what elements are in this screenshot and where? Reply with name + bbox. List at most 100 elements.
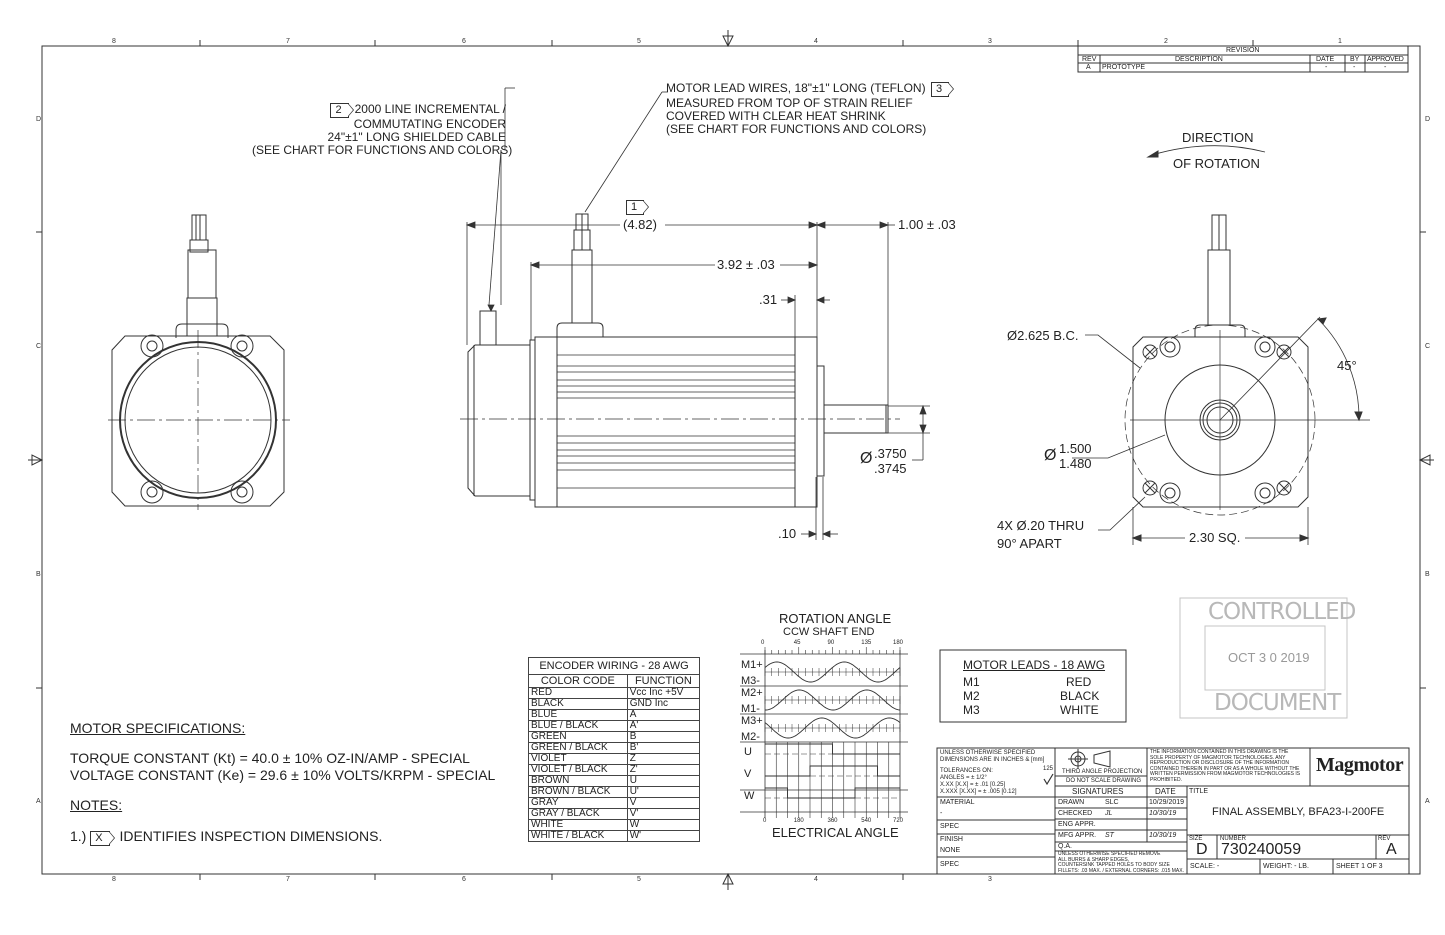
note-number: 1.) [70, 828, 87, 844]
inspection-flag: X [90, 831, 116, 846]
rotation-label-line1: DIRECTION [1182, 130, 1254, 145]
wire-function: Z' [626, 764, 701, 776]
callout-line: (SEE CHART FOR FUNCTIONS AND COLORS) [666, 122, 927, 136]
signature-initials: JL [1105, 810, 1113, 817]
wire-color: WHITE / BLACK [528, 830, 628, 842]
shaft-length-dim: 1.00 ± .03 [898, 217, 956, 232]
zone-label-side: B [1425, 571, 1430, 578]
wire-color: GRAY [528, 797, 628, 809]
timing-top-tick-label: 45 [793, 640, 801, 646]
overall-length-dim: (4.82) [623, 217, 657, 232]
function-header: FUNCTION [626, 674, 701, 688]
timing-top-tick-label: 0 [761, 640, 765, 646]
color-code-header: COLOR CODE [528, 674, 628, 688]
motor-leads-callout: MOTOR LEAD WIRES, 18"±1" LONG (TEFLON) 3… [666, 82, 955, 136]
callout-line: MOTOR LEAD WIRES, 18"±1" LONG (TEFLON) [666, 81, 926, 95]
date-cell: - [1325, 64, 1328, 71]
tolerances: TOLERANCES ON:ANGLES = ± 1/2° X.XX [X.X]… [940, 768, 1017, 795]
motor-lead-color: RED [1066, 675, 1092, 689]
finish-value: NONE [940, 847, 961, 854]
wire-color: BROWN [528, 775, 628, 787]
timing-row-label: M1- [741, 703, 760, 715]
side-view [460, 213, 900, 508]
zone-label-bottom: 3 [988, 876, 992, 883]
holes-dim-line1: 4X Ø.20 THRU [997, 518, 1085, 533]
motor-lead-id: M1 [963, 675, 980, 689]
timing-row-label: U [744, 746, 752, 758]
signature-role: Q.A. [1058, 843, 1073, 850]
stamp-controlled: CONTROLLED [1208, 599, 1356, 625]
zone-label-side: A [36, 798, 41, 805]
rev-cell: A [1086, 64, 1091, 71]
drawing-title: FINAL ASSEMBLY, BFA23-I-200FE [1212, 806, 1385, 818]
motor-lead-id: M3 [963, 703, 980, 717]
timing-chart [740, 647, 908, 818]
signature-role: CHECKED [1058, 810, 1093, 817]
rev-header: REV [1082, 56, 1097, 63]
timing-row-label: V [744, 768, 752, 780]
finish-mark: 125 [1043, 766, 1054, 772]
callout-line: MEASURED FROM TOP OF STRAIN RELIEF [666, 96, 913, 110]
sheet-number: SHEET 1 OF 3 [1336, 863, 1383, 870]
title-block-lines [936, 747, 1410, 875]
signature-initials: ST [1105, 832, 1114, 839]
zone-label-top: 2 [1164, 38, 1168, 45]
diameter-symbol: Ø [1044, 447, 1057, 464]
timing-xlabel: ELECTRICAL ANGLE [772, 825, 899, 840]
zone-label-top: 7 [286, 38, 290, 45]
weight: WEIGHT: - LB. [1263, 863, 1309, 870]
left-end-view [108, 214, 290, 510]
callout-line: COMMUTATING ENCODER [353, 117, 506, 131]
signature-role: ENG APPR. [1058, 821, 1096, 828]
timing-top-tick-label: 180 [893, 640, 904, 646]
approved-cell: - [1384, 64, 1387, 71]
sheet-size: D [1196, 841, 1208, 858]
stamp-date: OCT 3 0 2019 [1228, 650, 1310, 665]
notes-heading: NOTES: [70, 797, 123, 813]
rev-label: REV [1378, 836, 1391, 842]
timing-bottom-tick-label: 180 [793, 818, 804, 824]
scale: SCALE: - [1190, 863, 1220, 870]
drawing-number: 730240059 [1221, 841, 1302, 858]
revision-title: REVISION [1226, 47, 1260, 54]
wire-color: VIOLET [528, 753, 628, 765]
signature-role: MFG APPR. [1058, 832, 1097, 839]
torque-constant: TORQUE CONSTANT (Kt) = 40.0 ± 10% OZ-IN/… [70, 750, 470, 766]
zone-label-bottom: 7 [286, 876, 290, 883]
zone-label-side: D [1425, 116, 1431, 123]
timing-title-2: CCW SHAFT END [783, 626, 875, 638]
description-cell: PROTOTYPE [1102, 64, 1146, 71]
wire-function: A' [626, 720, 701, 732]
wire-function: B [626, 731, 701, 743]
shaft-diameter-min: .3745 [874, 461, 907, 476]
timing-top-tick-label: 90 [827, 640, 835, 646]
note-1: 1.) X IDENTIFIES INSPECTION DIMENSIONS. [70, 829, 382, 846]
wire-function: W [626, 819, 701, 831]
wire-color: GRAY / BLACK [528, 808, 628, 820]
timing-sine-wave [764, 661, 901, 683]
timing-row-label: M3+ [741, 715, 763, 727]
right-end-view [1072, 145, 1370, 545]
stamp-document: DOCUMENT [1214, 690, 1341, 716]
callout-line: 24"±1" LONG SHIELDED CABLE [327, 130, 506, 144]
diameter-symbol: Ø [860, 450, 873, 467]
holes-dim-line2: 90° APART [997, 536, 1062, 551]
by-cell: - [1353, 64, 1356, 71]
company-logo: Magmotor [1316, 754, 1404, 776]
zone-label-top: 6 [462, 38, 466, 45]
specs-heading: MOTOR SPECIFICATIONS: [70, 720, 246, 736]
motor-leads-title: MOTOR LEADS - 18 AWG [963, 658, 1106, 672]
timing-row-label: M2+ [741, 687, 763, 699]
callout-line: (SEE CHART FOR FUNCTIONS AND COLORS) [252, 143, 513, 157]
wire-color: GREEN / BLACK [528, 742, 628, 754]
